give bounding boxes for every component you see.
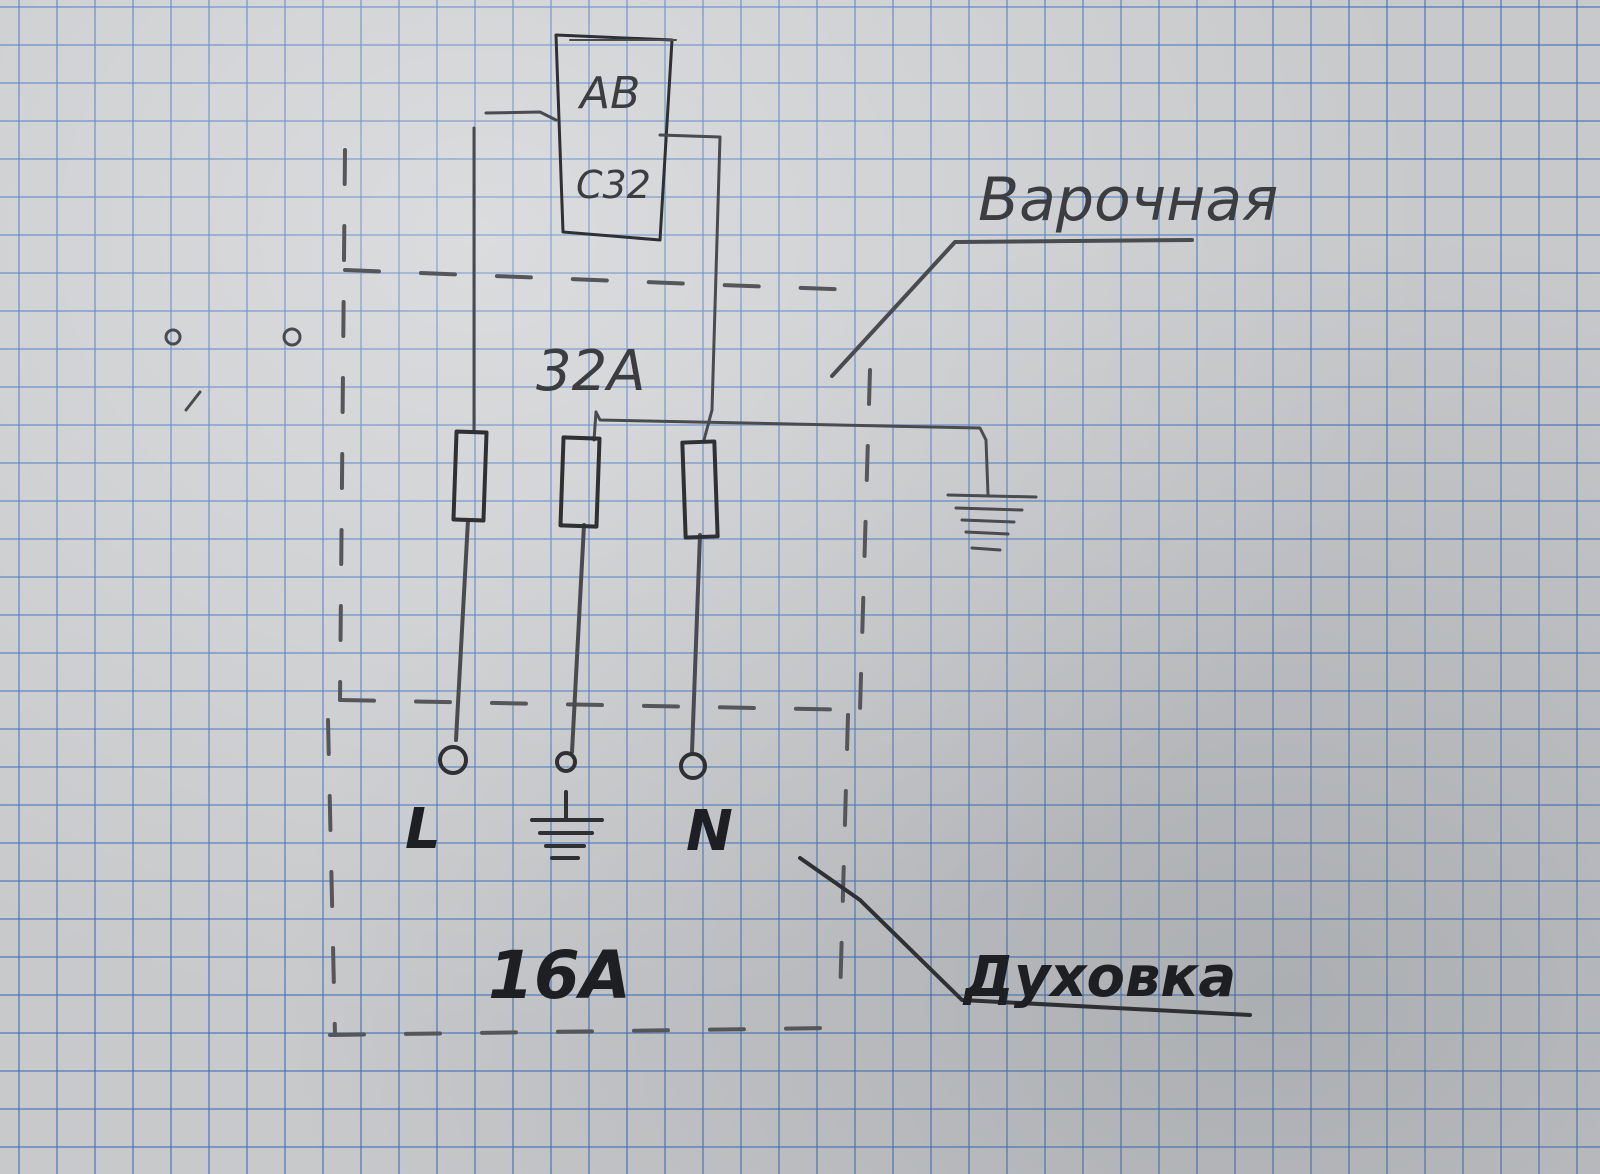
wires: [454, 110, 988, 754]
stray-marks: [164, 327, 302, 412]
oven-current-label: 16A: [488, 937, 631, 1014]
hob-current-label: 32A: [536, 339, 646, 404]
breaker-label-line2: C32: [576, 163, 651, 207]
terminal-label-phase: L: [405, 797, 441, 862]
oven-leader-line: [798, 856, 1252, 1017]
terminal-block-neutral: [680, 439, 720, 540]
hob-label: Варочная: [978, 165, 1278, 235]
breaker-label-line1: АВ: [577, 68, 640, 119]
oven-zone-outline: [326, 713, 850, 1037]
hob-zone-outline: [338, 148, 872, 712]
terminal-block-earth: [558, 435, 602, 529]
circuit-breaker: [554, 33, 677, 242]
hob-leader-line: [830, 238, 1194, 378]
oven-label: Духовка: [962, 945, 1236, 1010]
terminal-earth: [555, 751, 577, 773]
ground-symbol-hob: [946, 438, 1038, 552]
terminal-neutral: [679, 752, 707, 780]
terminal-block-phase: [451, 429, 489, 523]
terminal-phase: [438, 745, 468, 775]
ground-symbol-oven: [530, 790, 604, 860]
terminal-label-neutral: N: [686, 799, 733, 864]
